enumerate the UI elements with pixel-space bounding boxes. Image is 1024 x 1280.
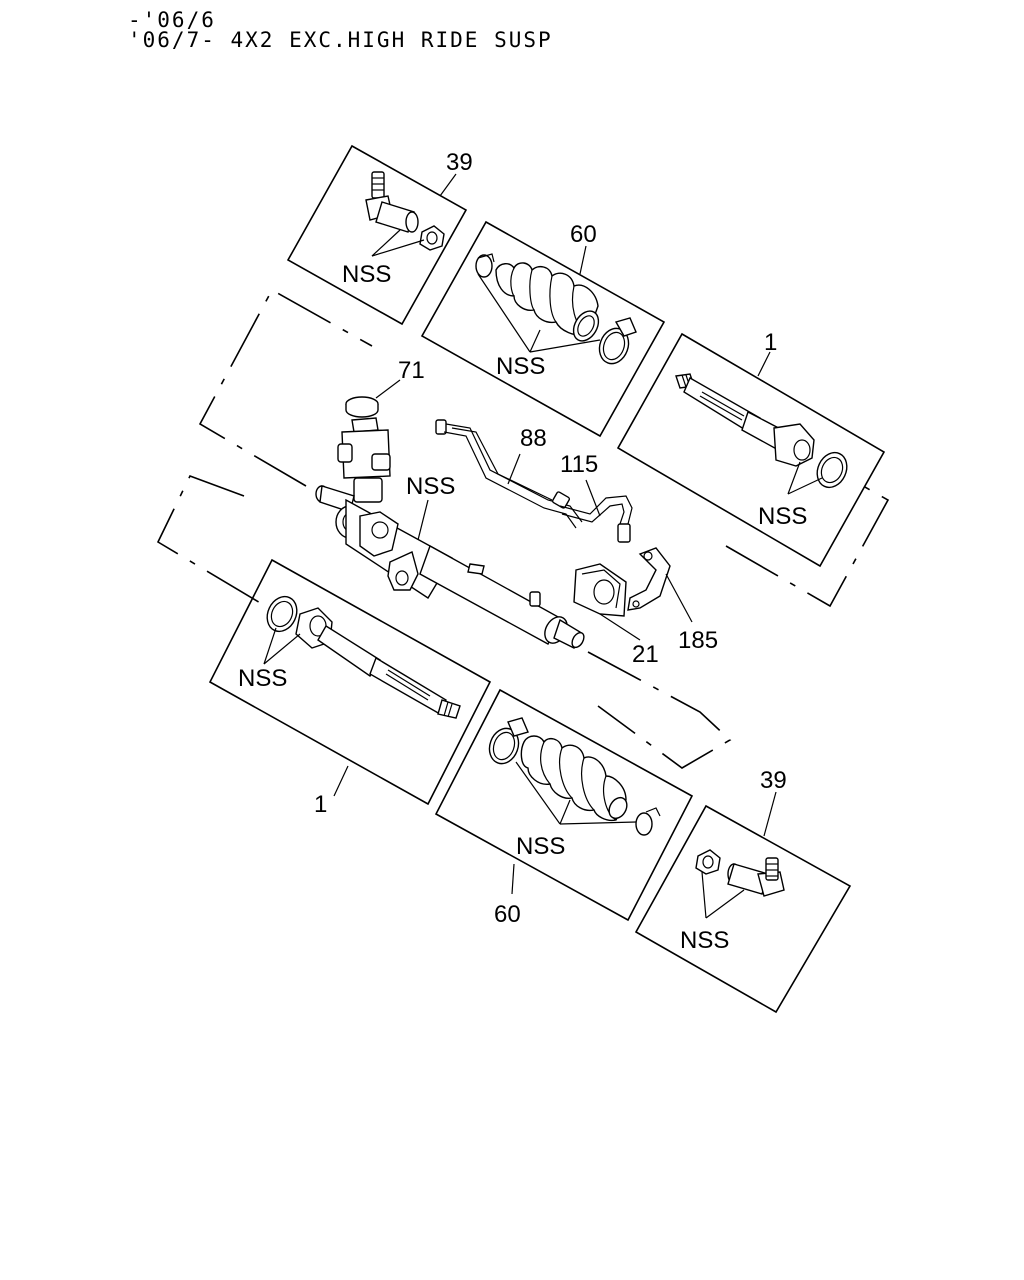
tie-rod-end-nut-top [419,225,445,251]
leader-tie-rod-top [757,351,771,377]
box-tie-rod-end-bottom [634,804,852,1014]
callout-tie-rod-end-bottom: 39 [760,767,787,794]
box-boot-kit-top [420,220,666,438]
leader-boot-kit-bottom [511,863,515,895]
nss-leaders-tie-rod-top [787,461,823,495]
header-line-2: '06/7- 4X2 EXC.HIGH RIDE SUSP [128,28,553,52]
nss-leaders-boot-top [477,273,601,353]
tie-rod-end-top [365,171,419,233]
steering-gear-housing [315,417,585,649]
callout-pipe-a: 88 [520,425,547,452]
box-tie-rod-end-top [286,144,468,326]
leader-boot-kit-top [579,245,587,275]
leader-cap [375,379,401,399]
boot-bottom [520,735,628,822]
nss-tie-rod-end-top: NSS [342,261,391,288]
nss-leaders-boot-bottom [515,761,637,825]
valve-cap [345,396,379,418]
nss-boot-top: NSS [496,353,545,380]
mount-bushing [573,563,627,617]
boot-clamp-large-bottom [488,717,529,765]
leader-tie-rod-end-top [439,173,457,197]
box-tie-rod-top [616,332,886,568]
leader-tie-rod-bottom [333,765,349,797]
leader-bracket [665,573,693,623]
leader-bushing [599,613,641,641]
boot-top [495,262,600,342]
boot-clamp-large-top [598,317,637,365]
washer-tie-rod-bottom [266,595,298,633]
callout-boot-kit-top: 60 [570,221,597,248]
washer-tie-rod-top [816,451,848,489]
inner-tie-rod-bottom [295,607,461,719]
nss-leaders-tie-rod-end-bottom [701,871,745,919]
nss-tie-rod-bottom: NSS [238,665,287,692]
return-pipe [559,495,633,543]
box-boot-kit-bottom [434,688,694,922]
callout-bracket: 185 [678,627,718,654]
nss-tie-rod-end-bottom: NSS [680,927,729,954]
leader-pressure-pipe [507,453,521,485]
leader-return-pipe [585,479,601,517]
callout-boot-kit-bottom: 60 [494,901,521,928]
box-tie-rod-bottom [208,558,492,806]
tie-rod-end-nut-bottom [695,849,721,875]
mount-bracket [627,547,671,611]
nss-boot-bottom: NSS [516,833,565,860]
nss-leaders-tie-rod-bottom [263,627,301,665]
nss-leaders-tie-rod-end-top [371,229,425,257]
nss-tie-rod-top: NSS [758,503,807,530]
pressure-pipe [435,419,583,529]
boot-clamp-small-bottom [635,807,661,836]
header-line-1: -'06/6 [128,8,216,32]
callout-bushing: 21 [632,641,659,668]
leader-gear-housing [417,499,429,541]
callout-cap: 71 [398,357,425,384]
assembly-outline-lower [156,474,732,769]
tie-rod-end-bottom [727,857,785,897]
callout-pipe-b: 115 [560,451,598,478]
boot-clamp-small-top [475,253,495,278]
assembly-outline-upper [198,288,890,608]
callout-tie-rod-end-top: 39 [446,149,473,176]
callout-gear-housing: NSS [406,473,455,500]
callout-tie-rod-bottom: 1 [314,791,327,818]
leader-tie-rod-end-bottom [763,791,777,837]
inner-tie-rod-top [675,373,815,467]
callout-tie-rod-top: 1 [764,329,777,356]
